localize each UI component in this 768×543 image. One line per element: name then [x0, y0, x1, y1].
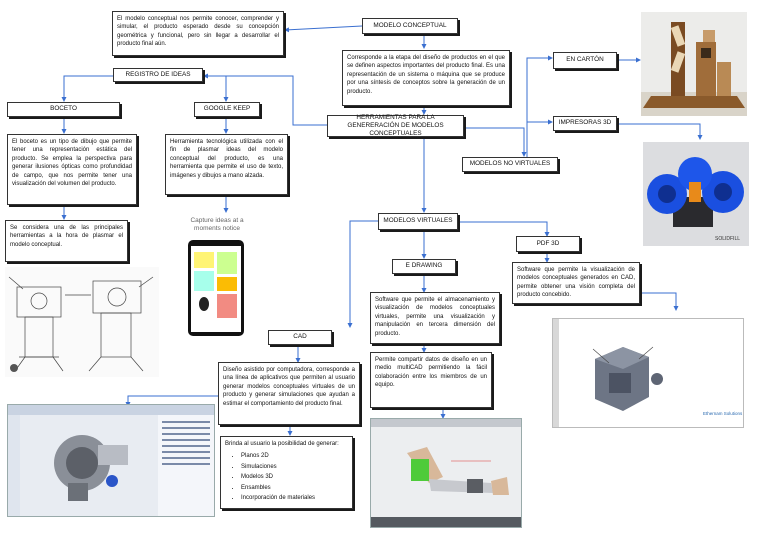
virtuales-title: MODELOS VIRTUALES — [383, 217, 453, 225]
3d-printed-gear-image: SOLIDFILL — [643, 142, 749, 246]
pdf-watermark: Ethernam Solutions — [703, 411, 743, 416]
pdf3d-title: PDF 3D — [536, 239, 560, 247]
cad-list-item: Incorporación de materiales — [241, 494, 348, 502]
cad-list-item: Planos 2D — [241, 452, 348, 460]
registro-ideas-title: REGISTRO DE IDEAS — [125, 70, 191, 78]
cad-list-item: Modelos 3D — [241, 473, 348, 481]
boceto-note-2: Se considera una de las principales herr… — [5, 220, 128, 262]
cad-list: Planos 2D Simulaciones Modelos 3D Ensamb… — [225, 452, 348, 502]
cad-list-intro: Brinda al usuario la posibilidad de gene… — [225, 441, 339, 447]
e-drawing-text: Software que permite el almacenamiento y… — [375, 297, 495, 337]
pdf3d-node: PDF 3D — [516, 236, 580, 252]
printer-watermark: SOLIDFILL — [715, 236, 740, 242]
no-virtuales-title: MODELOS NO VIRTUALES — [469, 160, 551, 168]
cad-list-item: Ensambles — [241, 484, 348, 492]
cad-text: Diseño asistido por computadora, corresp… — [223, 367, 355, 407]
registro-ideas-node: REGISTRO DE IDEAS — [113, 68, 203, 82]
e-drawing-node: E DRAWING — [392, 259, 456, 274]
no-virtuales-node: MODELOS NO VIRTUALES — [462, 157, 558, 172]
modelo-conceptual-node: MODELO CONCEPTUAL — [362, 18, 458, 34]
pdf3d-note: Software que permite la visualización de… — [512, 262, 640, 304]
intro-text: El modelo conceptual nos permite conocer… — [117, 16, 279, 48]
google-keep-text: Herramienta tecnológica utilizada con el… — [170, 139, 283, 179]
pdf3d-text: Software que permite la visualización de… — [517, 267, 635, 299]
definition-text: Corresponde a la etapa del diseño de pro… — [347, 55, 505, 95]
cad-node: CAD — [268, 330, 332, 345]
definition-note: Corresponde a la etapa del diseño de pro… — [342, 50, 510, 106]
boceto-text: El boceto es un tipo de dibujo que permi… — [12, 139, 132, 188]
impresoras-node: IMPRESORAS 3D — [553, 116, 617, 131]
boceto-note: El boceto es un tipo de dibujo que permi… — [7, 134, 137, 205]
edrawing-arm-image — [370, 418, 522, 528]
machine-sketch-image — [5, 267, 159, 377]
google-keep-caption: Capture ideas at a moments notice — [190, 217, 244, 232]
google-keep-node: GOOGLE KEEP — [194, 102, 260, 117]
cad-list-note: Brinda al usuario la posibilidad de gene… — [220, 436, 353, 509]
e-drawing-note-2: Permite compartir datos de diseño en un … — [370, 352, 492, 408]
en-carton-node: EN CARTÓN — [553, 52, 617, 69]
cad-list-item: Simulaciones — [241, 463, 348, 471]
google-keep-phone-image — [186, 238, 246, 338]
pdf3d-viewer-image: Ethernam Solutions — [552, 318, 744, 428]
cad-title: CAD — [293, 333, 307, 341]
boceto-text-2: Se considera una de las principales herr… — [10, 225, 123, 248]
impresoras-title: IMPRESORAS 3D — [558, 119, 612, 127]
en-carton-title: EN CARTÓN — [566, 56, 604, 64]
modelo-conceptual-title: MODELO CONCEPTUAL — [373, 21, 447, 29]
e-drawing-text-2: Permite compartir datos de diseño en un … — [375, 357, 487, 389]
e-drawing-note: Software que permite el almacenamiento y… — [370, 292, 500, 344]
herramientas-node: HERRAMIENTAS PARA LA GENERERACIÓN DE MOD… — [327, 114, 464, 137]
google-keep-title: GOOGLE KEEP — [203, 105, 251, 113]
e-drawing-title: E DRAWING — [405, 262, 443, 270]
virtuales-node: MODELOS VIRTUALES — [378, 213, 458, 230]
google-keep-note: Herramienta tecnológica utilizada con el… — [165, 134, 288, 195]
cad-software-image — [7, 404, 215, 517]
cad-note: Diseño asistido por computadora, corresp… — [218, 362, 360, 425]
boceto-node: BOCETO — [7, 102, 120, 117]
herramientas-title: HERRAMIENTAS PARA LA GENERERACIÓN DE MOD… — [347, 114, 444, 137]
cardboard-model-image — [641, 12, 747, 116]
boceto-title: BOCETO — [50, 105, 77, 113]
intro-note: El modelo conceptual nos permite conocer… — [112, 11, 284, 56]
